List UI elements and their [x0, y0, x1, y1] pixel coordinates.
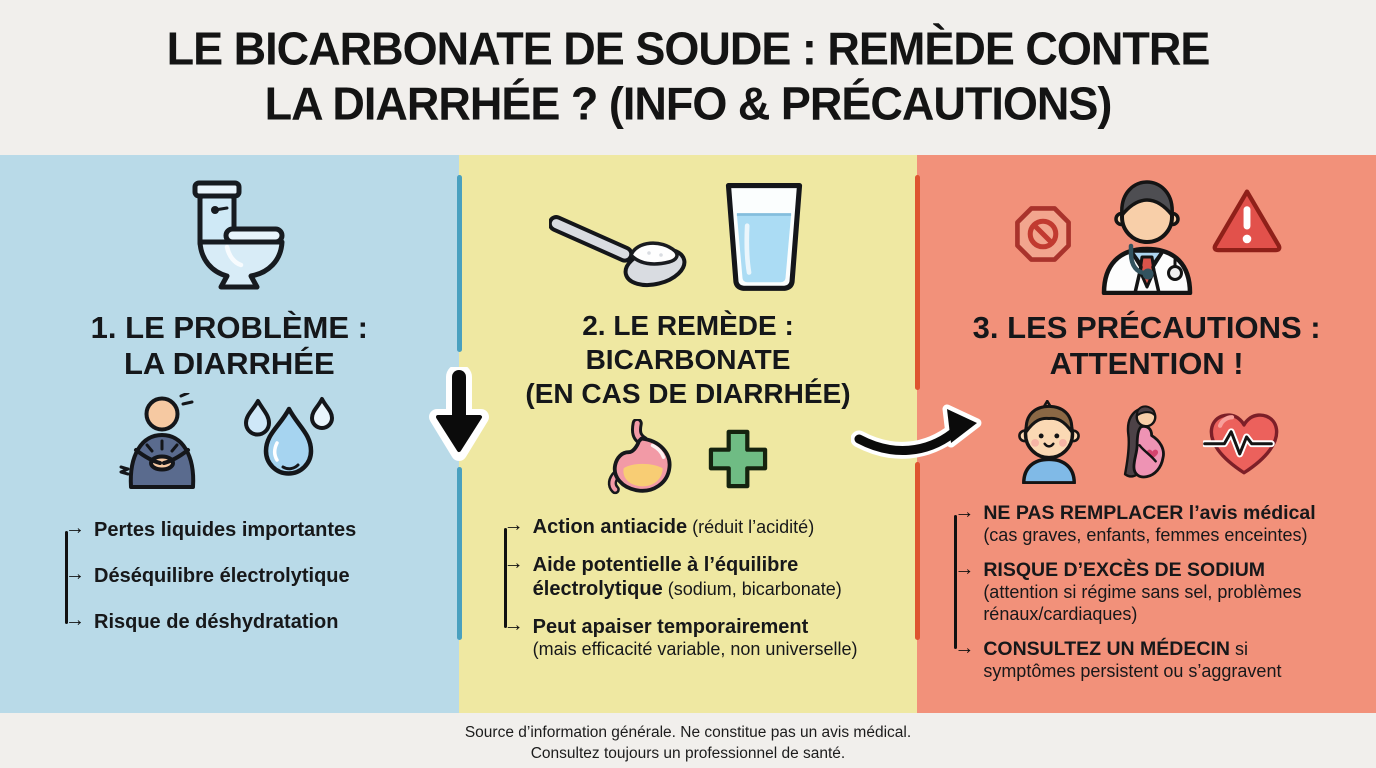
- bullet-item: → Risque de déshydratation: [65, 609, 339, 633]
- child-icon: [1009, 398, 1089, 489]
- panel-problem-bullet-list: → Pertes liquides importantes → Déséquil…: [58, 517, 459, 634]
- arrow-bullet-icon: →: [954, 636, 975, 659]
- person-stomach-pain-icon: [118, 391, 210, 494]
- arrow-bullet-icon: →: [954, 557, 975, 580]
- spoon-powder-icon: [547, 193, 709, 303]
- panel-caution-heading-line-1: 3. LES PRÉCAUTIONS :: [972, 310, 1321, 345]
- panel-problem-icon-row: [0, 391, 459, 494]
- bullet-item: → Aide potentielle à l’équilibre électro…: [503, 552, 842, 600]
- arrow-bullet-icon: →: [503, 552, 524, 574]
- header: LE BICARBONATE DE SOUDE : REMÈDE CONTRE …: [0, 0, 1376, 155]
- panel-remedy-bullet-list: → Action antiacide (réduit l’acidité) → …: [497, 514, 918, 661]
- panel-remedy-icon-top: [459, 175, 918, 299]
- bullet-item: → NE PAS REMPLACER l’avis médical (cas g…: [954, 501, 1316, 546]
- pregnant-woman-icon: [1117, 396, 1175, 493]
- water-glass-icon: [721, 177, 807, 300]
- panel-remedy-heading-line-1: 2. LE REMÈDE :: [582, 310, 794, 341]
- arrow-bullet-icon: →: [65, 517, 85, 539]
- panels-container: 1. LE PROBLÈME : LA DIARRHÉE: [0, 155, 1376, 713]
- panel-caution-icon-row: [917, 396, 1376, 492]
- arrow-down-icon: [425, 364, 493, 472]
- footer-disclaimer: Source d’information générale. Ne consti…: [0, 722, 1376, 764]
- water-drops-icon: [236, 393, 340, 494]
- panel-caution-heading-line-2: ATTENTION !: [1049, 346, 1244, 381]
- page-title-line-1: LE BICARBONATE DE SOUDE : REMÈDE CONTRE: [166, 21, 1211, 76]
- bullet-item: → RISQUE D’EXCÈS DE SODIUM (attention si…: [954, 557, 1302, 624]
- arrow-bullet-icon: →: [503, 614, 524, 636]
- no-entry-icon: [1012, 203, 1074, 270]
- panel-caution-icon-top: [917, 173, 1376, 296]
- panel-remedy: 2. LE REMÈDE : BICARBONATE (EN CAS DE DI…: [458, 155, 918, 713]
- stomach-icon: [605, 417, 683, 504]
- toilet-icon: [0, 177, 459, 295]
- bullet-item: → Déséquilibre électrolytique: [65, 563, 350, 587]
- divider-segment: [915, 175, 921, 390]
- bullet-item: → CONSULTEZ UN MÉDECIN si symptômes pers…: [954, 636, 1282, 681]
- panel-remedy-icon-row: [459, 417, 918, 504]
- warning-triangle-icon: [1210, 185, 1284, 260]
- panel-remedy-heading-line-2: BICARBONATE: [585, 344, 791, 375]
- divider-segment: [456, 467, 462, 640]
- divider-segment: [915, 462, 921, 640]
- arrow-bullet-icon: →: [65, 609, 85, 631]
- footer-line-1: Source d’information générale. Ne consti…: [464, 724, 912, 741]
- panel-caution-bullet-list: → NE PAS REMPLACER l’avis médical (cas g…: [947, 501, 1376, 683]
- panel-remedy-heading-line-3: (EN CAS DE DIARRHÉE): [525, 378, 851, 409]
- bullet-item: → Pertes liquides importantes: [65, 517, 357, 541]
- panel-problem-heading-line-2: LA DIARRHÉE: [123, 346, 335, 381]
- arrow-bullet-icon: →: [65, 563, 85, 585]
- panel-problem-heading-line-1: 1. LE PROBLÈME :: [90, 310, 368, 345]
- bullet-item: → Peut apaiser temporairement (mais effi…: [503, 614, 858, 659]
- plus-icon: [705, 426, 771, 497]
- heart-ekg-icon: [1200, 405, 1285, 484]
- arrow-curve-right-icon: [850, 401, 983, 470]
- panel-caution: 3. LES PRÉCAUTIONS : ATTENTION !: [917, 155, 1376, 713]
- bullet-item: → Action antiacide (réduit l’acidité): [503, 514, 815, 538]
- page-title-line-2: LA DIARRHÉE ? (INFO & PRÉCAUTIONS): [264, 76, 1113, 131]
- doctor-icon: [1091, 173, 1203, 300]
- arrow-bullet-icon: →: [954, 501, 975, 523]
- arrow-bullet-icon: →: [503, 514, 524, 536]
- footer-line-2: Consultez toujours un professionnel de s…: [530, 745, 846, 762]
- divider-segment: [456, 175, 462, 352]
- panel-problem: 1. LE PROBLÈME : LA DIARRHÉE: [0, 155, 459, 713]
